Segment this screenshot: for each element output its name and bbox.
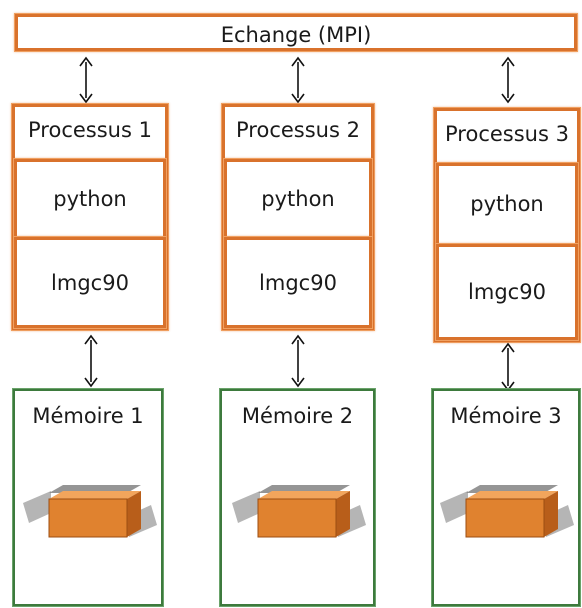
process-python-label-1: python xyxy=(53,187,127,211)
memory-title-3: Mémoire 3 xyxy=(450,404,562,428)
memory-box-3: Mémoire 3 xyxy=(432,389,580,606)
process-python-box-3: python xyxy=(436,163,578,246)
double-arrow-icon xyxy=(501,56,515,104)
memory-box-2: Mémoire 2 xyxy=(220,389,375,606)
process-title-3: Processus 3 xyxy=(445,122,569,146)
process-python-label-2: python xyxy=(261,187,335,211)
memory-block-icon xyxy=(440,485,574,538)
mpi-exchange-label: Echange (MPI) xyxy=(220,23,372,47)
process-title-2: Processus 2 xyxy=(236,118,360,142)
double-arrow-icon xyxy=(79,56,93,104)
process-title-1: Processus 1 xyxy=(28,118,152,142)
mpi-exchange-box: Echange (MPI) xyxy=(15,14,577,51)
memory-box-1: Mémoire 1 xyxy=(13,389,163,606)
process-lmgc90-label-3: lmgc90 xyxy=(468,280,546,304)
process-lmgc90-box-2: lmgc90 xyxy=(224,237,372,328)
double-arrow-icon xyxy=(291,56,305,104)
process-lmgc90-box-1: lmgc90 xyxy=(14,237,166,328)
double-arrow-icon xyxy=(84,334,98,388)
process-python-box-1: python xyxy=(14,159,166,239)
double-arrow-icon xyxy=(291,334,305,388)
process-python-box-2: python xyxy=(224,159,372,239)
process-lmgc90-box-3: lmgc90 xyxy=(436,244,578,340)
memory-title-2: Mémoire 2 xyxy=(241,404,354,428)
memory-block-icon xyxy=(232,485,366,538)
process-lmgc90-label-1: lmgc90 xyxy=(51,271,129,295)
memory-title-1: Mémoire 1 xyxy=(32,404,144,428)
process-lmgc90-label-2: lmgc90 xyxy=(259,271,337,295)
double-arrow-icon xyxy=(501,342,515,392)
memory-block-icon xyxy=(23,485,157,538)
process-python-label-3: python xyxy=(470,192,544,216)
